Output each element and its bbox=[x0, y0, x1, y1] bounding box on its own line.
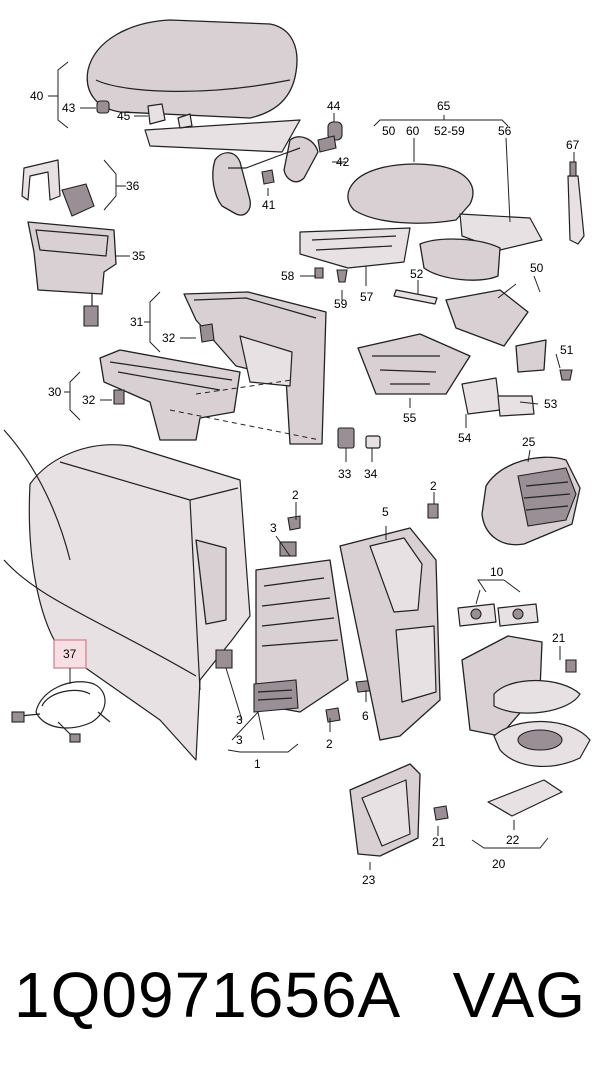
callout-1: 1 bbox=[254, 757, 261, 771]
callout-50-right: 50 bbox=[530, 261, 544, 275]
callout-55: 55 bbox=[403, 411, 417, 425]
storage-pocket-23 bbox=[349, 763, 449, 857]
callout-51: 51 bbox=[560, 343, 574, 357]
callout-37: 37 bbox=[63, 647, 77, 661]
rear-panel-5 bbox=[339, 503, 441, 741]
callout-58: 58 bbox=[281, 269, 295, 283]
callout-40: 40 bbox=[30, 89, 44, 103]
leader-lines bbox=[48, 61, 575, 870]
callout-25: 25 bbox=[522, 435, 536, 449]
callout-59: 59 bbox=[334, 297, 348, 311]
callout-67: 67 bbox=[566, 138, 580, 152]
part-number: 1Q0971656A bbox=[14, 959, 402, 1031]
callout-33: 33 bbox=[338, 467, 352, 481]
callout-2-upper-right: 2 bbox=[430, 479, 437, 493]
callout-34: 34 bbox=[364, 467, 378, 481]
callout-30: 30 bbox=[48, 385, 62, 399]
callout-42: 42 bbox=[336, 155, 350, 169]
small-parts-top bbox=[96, 100, 343, 185]
bracket-36 bbox=[21, 159, 95, 217]
callout-23: 23 bbox=[362, 873, 376, 887]
callout-21-lower: 21 bbox=[432, 835, 446, 849]
callout-3-mid: 3 bbox=[236, 713, 243, 727]
callout-56: 56 bbox=[498, 124, 512, 138]
callout-2-upper-left: 2 bbox=[292, 488, 299, 502]
brand-label: VAG bbox=[452, 959, 586, 1031]
callout-41: 41 bbox=[262, 198, 276, 212]
callout-53: 53 bbox=[544, 397, 558, 411]
callout-36: 36 bbox=[126, 179, 140, 193]
glue-tube bbox=[567, 161, 585, 245]
callout-54: 54 bbox=[458, 431, 472, 445]
cup-holder-20 bbox=[461, 635, 591, 817]
callout-32-upper: 32 bbox=[162, 331, 176, 345]
callout-3-lower: 3 bbox=[236, 733, 243, 747]
callout-45: 45 bbox=[117, 109, 131, 123]
armrest-lid bbox=[86, 19, 319, 216]
callout-32-lower: 32 bbox=[82, 393, 96, 407]
storage-box-31 bbox=[183, 291, 327, 445]
exploded-parts-diagram: 40 43 45 44 42 41 65 50 60 52-59 56 67 3… bbox=[3, 19, 591, 887]
callout-2-lower: 2 bbox=[326, 737, 333, 751]
callout-20: 20 bbox=[492, 857, 506, 871]
air-vent-25 bbox=[481, 456, 581, 546]
callout-52-59: 52-59 bbox=[434, 124, 465, 138]
callout-50-top: 50 bbox=[382, 124, 396, 138]
callout-65: 65 bbox=[437, 99, 451, 113]
tray-30 bbox=[99, 349, 321, 441]
callout-22: 22 bbox=[506, 833, 520, 847]
callout-44: 44 bbox=[327, 99, 341, 113]
footer: 1Q0971656A VAG bbox=[0, 950, 600, 1040]
clips-33-34 bbox=[337, 427, 381, 449]
callout-5: 5 bbox=[382, 505, 389, 519]
callout-52: 52 bbox=[410, 267, 424, 281]
callout-57: 57 bbox=[360, 290, 374, 304]
callout-35: 35 bbox=[132, 249, 146, 263]
callout-6: 6 bbox=[362, 709, 369, 723]
callout-labels: 40 43 45 44 42 41 65 50 60 52-59 56 67 3… bbox=[30, 89, 580, 887]
callout-21-right: 21 bbox=[552, 631, 566, 645]
cushion-assembly bbox=[299, 163, 573, 417]
callout-31: 31 bbox=[130, 315, 144, 329]
callout-3-upper: 3 bbox=[270, 521, 277, 535]
center-console-1 bbox=[3, 429, 379, 761]
callout-10: 10 bbox=[490, 565, 504, 579]
callout-43: 43 bbox=[62, 101, 76, 115]
sockets-10 bbox=[457, 603, 539, 627]
callout-60: 60 bbox=[406, 124, 420, 138]
storage-tray-35 bbox=[27, 221, 117, 327]
